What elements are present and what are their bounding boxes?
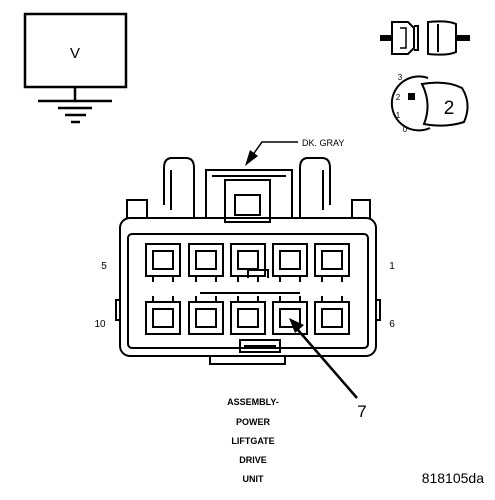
color-callout-leader bbox=[251, 141, 298, 157]
pin-label-top-left: 5 bbox=[101, 261, 107, 272]
ignition-switch: 3 2 1 0 2 bbox=[390, 73, 469, 134]
figure-id: 818105da bbox=[422, 470, 485, 486]
switch-position-0: 0 bbox=[403, 125, 408, 134]
pin-label-bottom-left: 10 bbox=[94, 319, 106, 330]
switch-position-2: 2 bbox=[396, 93, 401, 102]
ignition-key-icon bbox=[380, 20, 470, 56]
caption-line-4: DRIVE bbox=[239, 455, 267, 465]
key-head-icon bbox=[420, 81, 469, 127]
switch-indicator-icon bbox=[408, 93, 415, 100]
pin-cavity-7 bbox=[272, 296, 308, 335]
connector-color-label: DK. GRAY bbox=[302, 138, 344, 148]
pin-cavity-3 bbox=[230, 243, 266, 282]
pin-cavity-5 bbox=[145, 243, 181, 282]
caption-line-5: UNIT bbox=[243, 474, 264, 484]
switch-cylinder-icon bbox=[390, 75, 431, 132]
voltmeter: V bbox=[23, 12, 128, 101]
pin-cavity-4 bbox=[188, 243, 224, 282]
switch-selected-position: 2 bbox=[444, 98, 455, 119]
caption-line-2: POWER bbox=[236, 417, 271, 427]
component-caption: ASSEMBLY- POWER LIFTGATE DRIVE UNIT bbox=[227, 397, 279, 484]
pin-cavity-9 bbox=[188, 296, 224, 335]
probe-arrowhead bbox=[289, 318, 304, 333]
probe-leader-line bbox=[297, 329, 358, 399]
voltmeter-label: V bbox=[70, 45, 80, 62]
ground-icon bbox=[38, 99, 112, 124]
pin-cavity-10 bbox=[145, 296, 181, 335]
pin-cavity-1 bbox=[314, 243, 350, 282]
probe-pin-number: 7 bbox=[357, 402, 366, 421]
switch-position-3: 3 bbox=[398, 73, 403, 82]
color-callout-arrowhead bbox=[245, 150, 258, 166]
caption-line-3: LIFTGATE bbox=[231, 436, 274, 446]
pin-cavity-6 bbox=[314, 296, 350, 335]
pin-cavity-2 bbox=[272, 243, 308, 282]
pin-cavities bbox=[145, 243, 350, 335]
connector-housing bbox=[115, 157, 381, 365]
pin-label-top-right: 1 bbox=[389, 261, 395, 272]
pin-cavity-8 bbox=[230, 296, 266, 335]
pin-label-bottom-right: 6 bbox=[389, 319, 395, 330]
switch-position-1: 1 bbox=[396, 111, 401, 120]
caption-line-1: ASSEMBLY- bbox=[227, 397, 279, 407]
